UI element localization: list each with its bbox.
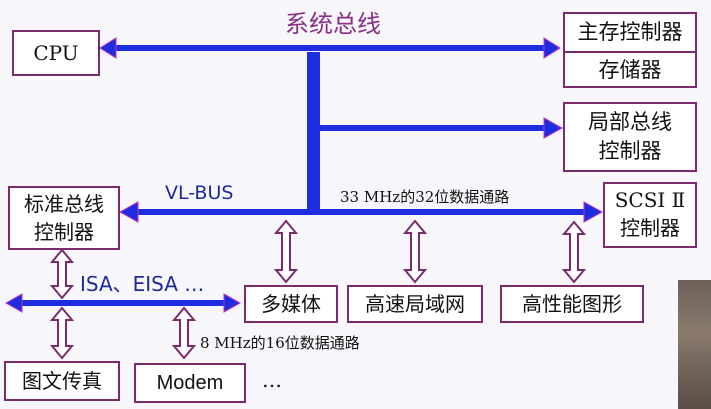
lan-connector <box>402 219 428 284</box>
cpu-box: CPU <box>12 30 100 76</box>
memory-label: 存储器 <box>598 58 662 82</box>
multimedia-label: 多媒体 <box>261 292 321 316</box>
main-memory-controller-label: 主存控制器 <box>577 20 683 44</box>
isa-upper-connector <box>49 248 75 300</box>
more-devices-ellipsis: … <box>262 368 282 392</box>
modem-box: Modem <box>134 363 246 403</box>
cpu-label: CPU <box>33 41 79 65</box>
isa-bus <box>4 293 242 313</box>
high-speed-lan-label: 高速局域网 <box>365 292 465 316</box>
scsi-controller-line2: 控制器 <box>620 216 680 240</box>
main-memory-controller-box: 主存控制器 存储器 <box>563 12 697 88</box>
fax-box: 图文传真 <box>4 361 120 401</box>
local-bus-controller-line1: 局部总线 <box>588 110 672 134</box>
isa-bus-label: ISA、EISA … <box>80 272 205 296</box>
vl-bus-label: VL-BUS <box>165 182 234 204</box>
local-bus-branch <box>320 117 564 139</box>
high-speed-lan-box: 高速局域网 <box>347 285 483 323</box>
high-performance-graphics-label: 高性能图形 <box>522 292 622 316</box>
modem-connector <box>171 306 197 360</box>
standard-bus-controller-line1: 标准总线 <box>24 192 104 216</box>
system-bus <box>99 37 561 59</box>
fax-label: 图文传真 <box>22 369 102 393</box>
multimedia-connector <box>273 219 299 284</box>
fax-connector <box>49 306 75 360</box>
scsi-controller-box: SCSI Ⅱ 控制器 <box>603 182 697 248</box>
graphics-connector <box>561 220 587 284</box>
scsi-controller-line1: SCSI Ⅱ <box>614 188 686 212</box>
standard-bus-controller-line2: 控制器 <box>34 220 94 244</box>
multimedia-box: 多媒体 <box>244 285 338 323</box>
system-bus-title: 系统总线 <box>285 10 381 38</box>
local-bus-controller-box: 局部总线 控制器 <box>563 102 697 172</box>
modem-label: Modem <box>156 372 224 394</box>
high-performance-graphics-box: 高性能图形 <box>500 285 644 323</box>
local-bus-controller-line2: 控制器 <box>598 139 662 164</box>
vl-bus <box>118 201 604 223</box>
device-connectors <box>49 219 587 360</box>
photo-edge <box>678 280 711 409</box>
vl-bus-description: 33 MHz的32位数据通路 <box>340 188 510 206</box>
vertical-bus-trunk <box>307 52 320 212</box>
standard-bus-controller-box: 标准总线 控制器 <box>8 186 120 250</box>
isa-bus-description: 8 MHz的16位数据通路 <box>200 334 360 352</box>
